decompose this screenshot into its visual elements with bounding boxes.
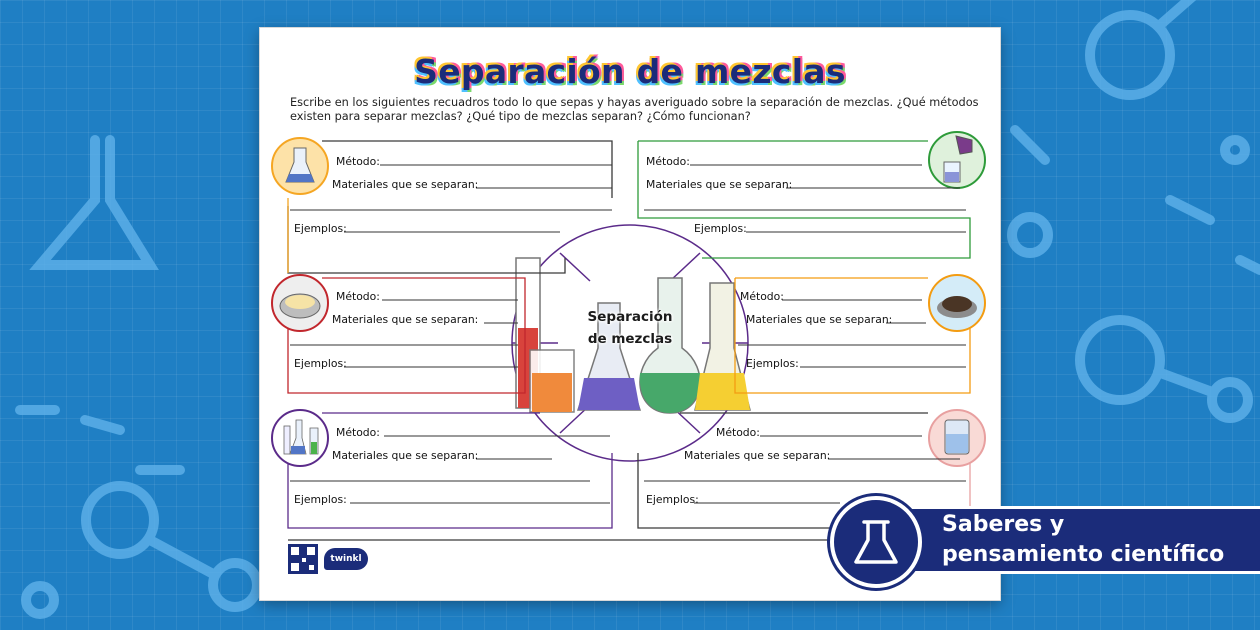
badge-bar: [898, 506, 1260, 574]
panel3-examples-label: Ejemplos:: [294, 357, 347, 370]
panel5-method-label: Método:: [336, 426, 380, 439]
panel6-examples-label: Ejemplos:: [646, 493, 699, 506]
badge-line2: pensamiento científico: [942, 542, 1225, 567]
worksheet-title: Separación de mezclas: [414, 52, 846, 91]
flask-icon: [854, 520, 898, 564]
center-title: Separación de mezclas: [572, 306, 688, 350]
panel3-materials-label: Materiales que se separan:: [332, 313, 479, 326]
panel2-method-label: Método:: [646, 155, 690, 168]
lab-glassware-illustration: [515, 257, 751, 414]
panel-layout: [271, 131, 986, 541]
panel1-method-label: Método:: [336, 155, 380, 168]
twinkl-logo: twinkl: [324, 548, 368, 570]
badge-line1: Saberes y: [942, 512, 1065, 537]
panel4-examples-label: Ejemplos:: [746, 357, 799, 370]
panel1-examples-label: Ejemplos:: [294, 222, 347, 235]
panel5-materials-label: Materiales que se separan:: [332, 449, 479, 462]
panel4-method-label: Método:: [740, 290, 784, 303]
qr-code-icon: [288, 544, 318, 574]
panel1-materials-label: Materiales que se separan:: [332, 178, 479, 191]
badge-circle: [830, 496, 922, 588]
worksheet-intro: Escribe en los siguientes recuadros todo…: [290, 96, 979, 123]
badge-text: Saberes y pensamiento científico: [942, 510, 1260, 570]
panel6-method-label: Método:: [716, 426, 760, 439]
panel4-materials-label: Materiales que se separan:: [746, 313, 893, 326]
panel6-materials-label: Materiales que se separan:: [684, 449, 831, 462]
center-title-line1: Separación: [587, 309, 673, 325]
category-badge: Saberes y pensamiento científico: [826, 492, 1260, 592]
panel5-examples-label: Ejemplos:: [294, 493, 347, 506]
center-title-line2: de mezclas: [587, 331, 673, 347]
panel2-materials-label: Materiales que se separan:: [646, 178, 793, 191]
panel3-method-label: Método:: [336, 290, 380, 303]
panel2-examples-label: Ejemplos:: [694, 222, 747, 235]
